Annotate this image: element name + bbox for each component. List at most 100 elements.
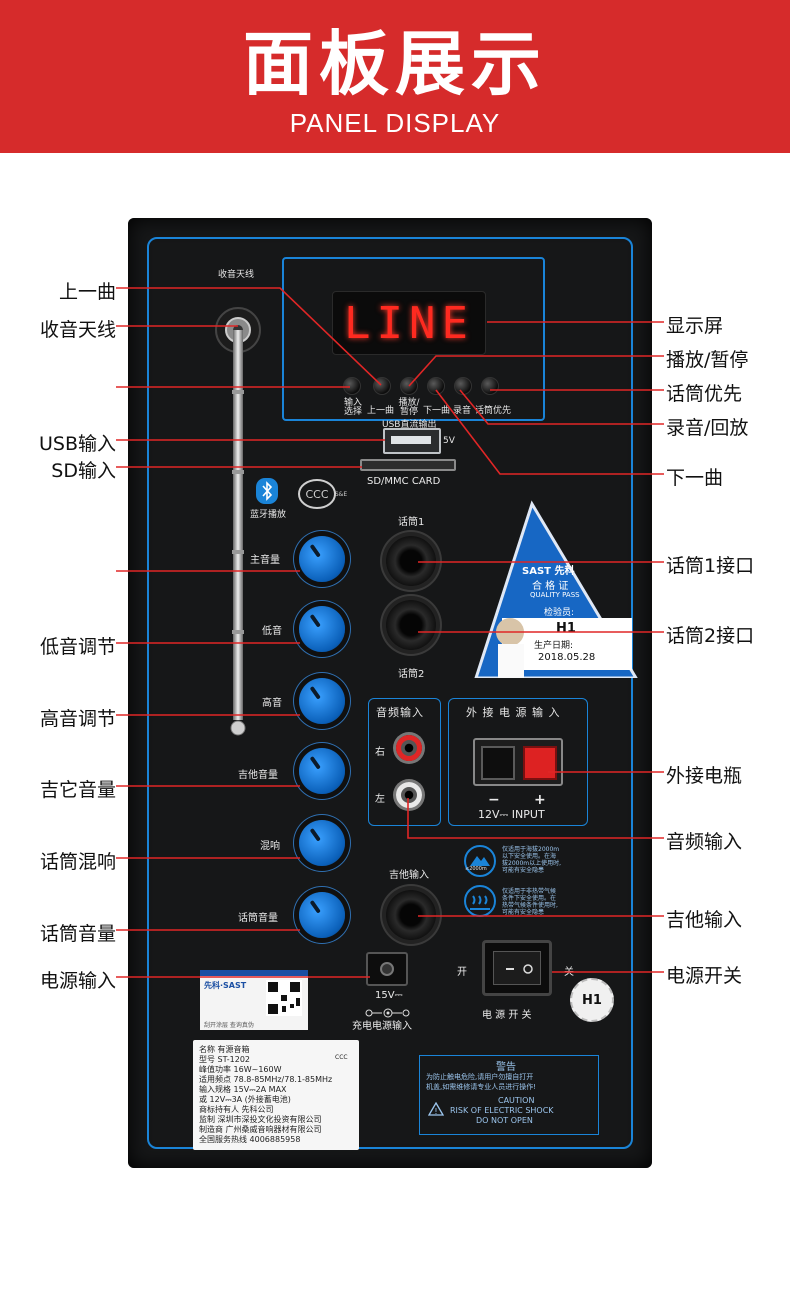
dc-label: 充电电源输入: [352, 1021, 412, 1032]
climate-note-2: 条件下安全使用。在: [502, 895, 557, 902]
guitar-jack[interactable]: [386, 890, 436, 940]
rating-hotline: 全国服务热线 4006885958: [199, 1135, 301, 1144]
audio-left-jack[interactable]: [396, 782, 422, 808]
rating-maker: 制造商 广州桑威音响器材有限公司: [199, 1125, 322, 1134]
audio-input-title: 音频输入: [376, 706, 424, 719]
battery-terminal[interactable]: [473, 738, 563, 786]
callout-mic2: 话筒2接口: [666, 625, 755, 647]
panel-frame: [147, 237, 633, 1149]
mic2-jack[interactable]: [386, 600, 436, 650]
header-banner: 面板展示 PANEL DISPLAY: [0, 0, 790, 153]
callout-power-input: 电源输入: [39, 970, 116, 992]
audio-right-jack[interactable]: [396, 735, 422, 761]
prev-track-label: 上一曲: [367, 406, 395, 416]
input-select-label: 输入选择: [343, 398, 362, 417]
qp-date-label: 生产日期:: [534, 641, 574, 651]
terminal-negative[interactable]: [481, 746, 515, 780]
page-subtitle: PANEL DISPLAY: [289, 108, 501, 138]
callout-audio-input: 音频输入: [666, 831, 743, 853]
callout-mic-volume: 话筒音量: [39, 923, 116, 945]
audio-right-label: 右: [375, 747, 385, 758]
ext-power-plus: +: [534, 792, 546, 808]
dc-polarity-icon: [364, 1003, 412, 1018]
sd-slot[interactable]: [360, 459, 456, 471]
guitar-volume-knob[interactable]: [299, 748, 345, 794]
dc-voltage: 15V⎓: [375, 990, 403, 1001]
climate-note-4: 可能有安全隐患: [502, 909, 545, 916]
warning-icon: !: [427, 1101, 445, 1116]
audio-left-label: 左: [375, 794, 385, 805]
callout-bass: 低音调节: [39, 636, 116, 658]
altitude-note-4: 可能有安全隐患: [502, 867, 545, 874]
knob-master-label: 主音量: [250, 555, 280, 566]
rating-holder: 商标持有人 先科公司: [199, 1105, 274, 1114]
rating-supervisor: 监制 深圳市深投文化投资有限公司: [199, 1115, 322, 1124]
mic-priority-label: 话筒优先: [475, 406, 512, 416]
warning-body-1: 为防止触电危险,请用户勿擅自打开: [426, 1073, 534, 1081]
audio-input-box: [368, 698, 441, 826]
dc-power-jack[interactable]: [366, 952, 408, 986]
ext-power-box: [448, 698, 588, 826]
switch-rocker: [493, 951, 541, 985]
rating-input1: 输入规格 15V⎓2A MAX: [199, 1085, 287, 1094]
callout-ext-battery: 外接电瓶: [666, 765, 743, 787]
qp-inspector-label: 检验员:: [544, 608, 575, 618]
callout-treble: 高音调节: [39, 708, 116, 730]
callout-record: 录音/回放: [666, 417, 749, 439]
master-volume-knob[interactable]: [299, 536, 345, 582]
reverb-knob[interactable]: [299, 820, 345, 866]
mic-volume-knob[interactable]: [299, 892, 345, 938]
rating-model: 型号 ST-1202: [199, 1055, 251, 1064]
knob-treble-label: 高音: [262, 698, 282, 709]
callout-mic1: 话筒1接口: [666, 555, 755, 577]
callout-reverb: 话筒混响: [39, 851, 116, 873]
warning-shock-2: DO NOT OPEN: [476, 1116, 533, 1125]
antenna-rod[interactable]: [230, 330, 246, 740]
rating-ccc: CCC: [335, 1054, 348, 1061]
terminal-positive[interactable]: [523, 746, 557, 780]
altitude-badge: ≤2000m: [465, 866, 487, 872]
qp-brand: SAST 先科: [522, 566, 575, 577]
qp-title: 合 格 证: [532, 581, 569, 592]
led-display: LINE: [332, 291, 486, 355]
quality-pass-sticker: SAST 先科 合 格 证 QUALITY PASS 检验员: H1 生产日期:…: [472, 500, 642, 680]
qr-code-icon: [266, 980, 302, 1016]
record-label: 录音: [453, 406, 472, 416]
usb-voltage: 5V: [443, 436, 455, 446]
guitar-input-label: 吉他输入: [389, 870, 429, 881]
switch-label: 电 源 开 关: [482, 1010, 532, 1021]
bass-knob[interactable]: [299, 606, 345, 652]
climate-note-1: 仅适用于非热带气候: [502, 888, 557, 895]
anti-fake-note: 刮开涂层 查询真伪: [204, 1022, 254, 1029]
altitude-icon: [463, 844, 497, 878]
knob-mic-volume-label: 话筒音量: [238, 913, 278, 924]
play-pause-label: 播放/暂停: [398, 398, 420, 417]
warning-box: 警告 为防止触电危险,请用户勿擅自打开 机盖,如需维修请专业人员进行操作! ! …: [419, 1055, 599, 1135]
callout-prev-track: 上一曲: [58, 281, 116, 303]
knob-guitar-label: 吉他音量: [238, 770, 278, 781]
knob-bass-label: 低音: [262, 626, 282, 637]
rating-freq: 适用频点 78.8-85MHz/78.1-85MHz: [199, 1075, 333, 1084]
rating-label: 名称 有源音箱 型号 ST-1202 峰值功率 16W~160W 适用频点 78…: [193, 1040, 359, 1150]
power-switch[interactable]: [482, 940, 552, 996]
rating-power: 峰值功率 16W~160W: [199, 1065, 282, 1074]
qp-subtitle: QUALITY PASS: [530, 591, 580, 599]
warning-shock-1: RISK OF ELECTRIC SHOCK: [450, 1106, 554, 1115]
input-select-button[interactable]: [343, 377, 361, 395]
altitude-note-1: 仅适用于海拔2000m: [502, 846, 560, 853]
knob-reverb-label: 混响: [260, 841, 280, 852]
callout-power-switch: 电源开关: [666, 965, 743, 987]
mic1-jack[interactable]: [386, 536, 436, 586]
usb-port[interactable]: [383, 428, 441, 454]
callout-sd: SD输入: [51, 460, 116, 482]
callout-mic-priority: 话筒优先: [666, 383, 743, 405]
warning-caution: CAUTION: [498, 1096, 535, 1105]
callout-guitar-volume: 吉它音量: [39, 779, 116, 801]
ext-power-minus: −: [488, 792, 500, 808]
next-track-button[interactable]: [427, 377, 445, 395]
svg-text:S&E: S&E: [335, 491, 347, 498]
treble-knob[interactable]: [299, 678, 345, 724]
altitude-note-3: 拔2000m以上使用时,: [502, 860, 562, 867]
callout-display: 显示屏: [666, 315, 724, 337]
